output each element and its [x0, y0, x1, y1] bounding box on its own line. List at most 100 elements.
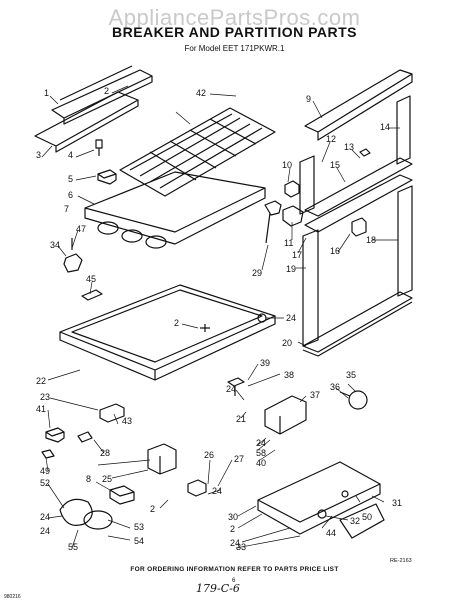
part-callout-2: 2 [174, 318, 179, 328]
leader-lines [41, 85, 400, 549]
part-callout-24: 24 [212, 486, 222, 496]
part-callout-54: 54 [134, 536, 144, 546]
part-callout-1: 1 [44, 88, 49, 98]
handwritten-note: 179-C-6 [196, 582, 240, 595]
part-callout-2: 2 [104, 86, 109, 96]
part-callout-36: 36 [330, 382, 340, 392]
part-callout-43: 43 [122, 416, 132, 426]
knob-part [227, 377, 245, 396]
nut-part [257, 313, 267, 323]
partition-frame-part [84, 171, 266, 249]
part-callout-31: 31 [392, 498, 402, 508]
breaker-panel-part [302, 185, 413, 357]
part-callout-7: 7 [64, 204, 69, 214]
switch-part [77, 431, 93, 443]
lamp-bulb-part [348, 390, 368, 410]
part-callout-28: 28 [100, 448, 110, 458]
clip-part [41, 449, 55, 459]
part-callout-24: 24 [40, 526, 50, 536]
diagram-title: BREAKER AND PARTITION PARTS [111, 24, 358, 40]
part-callout-4: 4 [68, 150, 73, 160]
hinge-pin-part [264, 200, 282, 244]
part-callout-11: 11 [284, 238, 293, 248]
part-callout-18: 18 [366, 235, 376, 245]
part-callout-38: 38 [284, 370, 294, 380]
partition-panel-part [304, 157, 413, 233]
part-callout-44: 44 [326, 528, 336, 538]
document-code: 980216 [4, 594, 21, 600]
part-callout-52: 52 [40, 478, 50, 488]
part-callout-17: 17 [292, 250, 302, 260]
hinge-part [282, 205, 304, 227]
clip-part [97, 169, 117, 185]
part-callout-3: 3 [36, 150, 41, 160]
part-callout-45: 45 [86, 274, 96, 284]
part-callout-19: 19 [286, 264, 296, 274]
switch-part [351, 217, 367, 237]
part-callout-9: 9 [306, 94, 311, 104]
capacitor-part [83, 510, 113, 530]
part-callout-27: 27 [234, 454, 244, 464]
switch-housing-part [45, 427, 65, 443]
part-callout-53: 53 [134, 522, 144, 532]
part-callout-47: 47 [76, 224, 86, 234]
bottom-cover-part [257, 461, 385, 539]
relay-part [109, 485, 135, 505]
part-callout-39: 39 [260, 358, 270, 368]
breaker-tray-part [34, 91, 139, 153]
retainer-part [359, 148, 371, 157]
part-callout-12: 12 [326, 134, 336, 144]
part-callout-15: 15 [330, 160, 340, 170]
part-callout-55: 55 [68, 542, 78, 552]
part-callout-49: 49 [40, 466, 50, 476]
part-callout-24: 24 [40, 512, 50, 522]
part-callout-14: 14 [380, 122, 390, 132]
screw-part [95, 139, 103, 156]
drawing-code: RE-2163 [390, 558, 412, 564]
part-callout-41: 41 [36, 404, 46, 414]
part-callout-6: 6 [68, 190, 73, 200]
part-callout-33: 33 [236, 542, 246, 552]
part-callout-35: 35 [346, 370, 356, 380]
part-callout-8: 8 [86, 474, 91, 484]
light-shield-part [99, 403, 125, 423]
part-callout-13: 13 [344, 142, 354, 152]
part-callout-2: 2 [230, 524, 235, 534]
sensor-part [187, 479, 207, 497]
page-number: 6 [232, 578, 236, 584]
part-callout-16: 16 [330, 246, 340, 256]
diagram-subtitle: For Model EET 171PKWR.1 [184, 44, 285, 53]
part-callout-21: 21 [236, 414, 246, 424]
watermark: AppliancePartsPros.com [108, 5, 361, 30]
part-callout-30: 30 [228, 512, 238, 522]
bracket-part [284, 180, 300, 198]
part-callout-37: 37 [310, 390, 320, 400]
timer-part [147, 443, 177, 475]
light-socket-part [63, 238, 83, 273]
breaker-tray-large-part [59, 284, 276, 381]
side-strip-part [299, 95, 411, 215]
cover-part [81, 289, 103, 301]
part-callout-20: 20 [282, 338, 292, 348]
control-housing-part [264, 395, 307, 435]
breaker-strip-part [51, 65, 153, 125]
part-callout-42: 42 [196, 88, 206, 98]
part-callout-24: 24 [230, 538, 240, 548]
part-callout-50: 50 [362, 512, 372, 522]
part-callout-24: 24 [256, 438, 266, 448]
mullion-part [304, 69, 413, 141]
part-callout-24: 24 [226, 384, 236, 394]
part-callout-32: 32 [350, 516, 360, 526]
part-callout-22: 22 [36, 376, 46, 386]
part-callout-10: 10 [282, 160, 292, 170]
part-callout-40: 40 [256, 458, 266, 468]
part-callout-23: 23 [40, 392, 50, 402]
thermostat-part [59, 498, 93, 526]
part-callout-25: 25 [102, 474, 112, 484]
part-callout-58: 58 [256, 448, 266, 458]
part-callout-29: 29 [252, 268, 262, 278]
screw-part [200, 324, 210, 332]
grille-shelf-part [119, 107, 276, 197]
part-callout-24: 24 [286, 313, 296, 323]
